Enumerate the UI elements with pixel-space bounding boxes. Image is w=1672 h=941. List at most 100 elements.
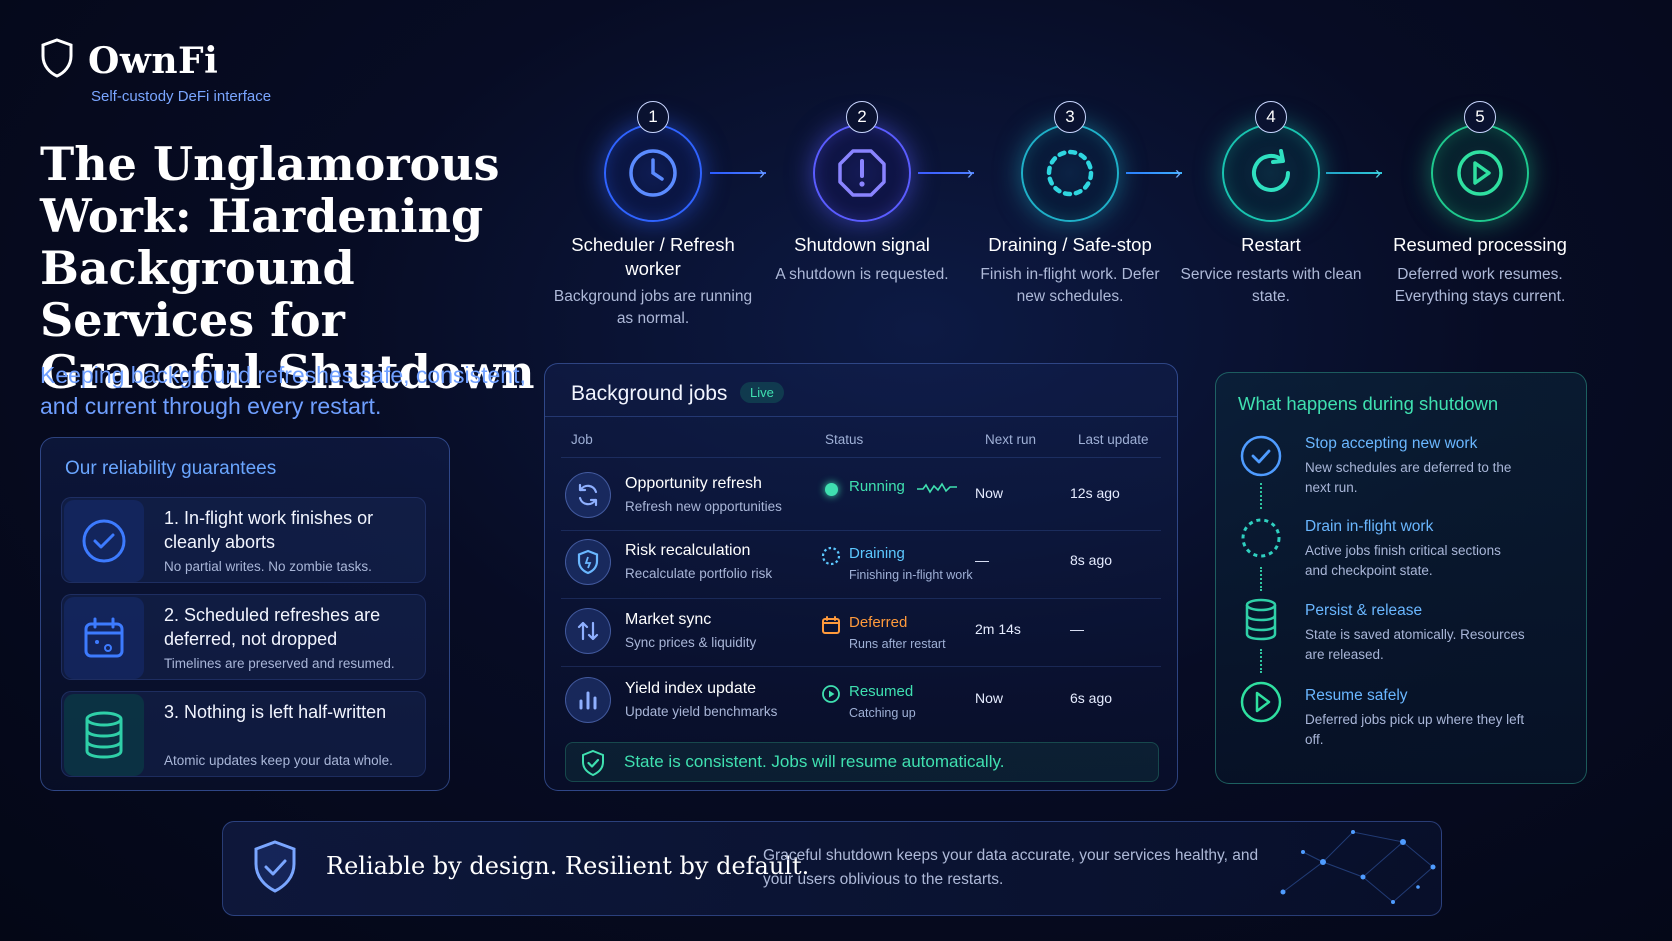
next-run: — [975,552,989,568]
job-desc: Update yield benchmarks [625,704,778,719]
refresh-icon [565,472,611,518]
dotted-ring-icon [1238,515,1284,561]
check-circle-icon [64,500,144,582]
database-icon [1238,597,1284,643]
step-number: 1 [637,101,669,133]
jobs-title: Background jobs [571,382,728,405]
step-number: 3 [1054,101,1086,133]
table-row[interactable]: Market sync Sync prices & liquidity Defe… [561,597,1161,665]
job-name: Market sync [625,611,712,628]
step-number: 5 [1464,101,1496,133]
footer-headline: Reliable by design. Resilient by default… [326,852,810,880]
next-run: Now [975,485,1004,501]
connector [1260,483,1262,509]
swap-arrows-icon [565,608,611,654]
shield-check-icon [580,749,606,782]
column-header: Next run [985,432,1037,447]
clock-icon [604,124,702,222]
divider [561,598,1161,599]
chevron-right-icon: › [967,163,973,183]
job-desc: Sync prices & liquidity [625,635,757,650]
shutdown-heading: Stop accepting new work [1305,435,1478,452]
shield-icon [565,539,611,585]
consistency-text: State is consistent. Jobs will resume au… [624,752,1005,771]
play-icon [821,684,841,704]
guarantees-panel: Our reliability guarantees 1. In-flight … [40,437,450,791]
divider [545,416,1177,417]
next-run: Now [975,690,1004,706]
bar-chart-icon [565,677,611,723]
status-dot-icon [821,479,841,499]
shutdown-desc: Deferred jobs pick up where they left of… [1305,712,1525,747]
shutdown-desc: New schedules are deferred to the next r… [1305,460,1512,495]
page-title: The Unglamorous Work: Hardening Backgrou… [40,137,535,399]
shutdown-heading: Resume safely [1305,687,1408,704]
status-label: Running [849,478,905,495]
shield-check-icon [251,839,299,900]
activity-wave-icon [917,481,957,500]
divider [561,457,1161,458]
last-update: — [1070,621,1084,637]
step-number: 2 [846,101,878,133]
shield-logo-icon [40,38,74,83]
page-subtitle: Keeping background refreshes safe, consi… [40,362,526,419]
shutdown-desc: Active jobs finish critical sections and… [1305,543,1501,578]
shutdown-title: What happens during shutdown [1238,393,1499,414]
column-header: Last update [1078,432,1149,447]
table-row[interactable]: Yield index update Update yield benchmar… [561,666,1161,734]
connector [1260,649,1262,673]
step-desc: Deferred work resumes. Everything stays … [1394,266,1566,305]
job-name: Opportunity refresh [625,475,762,492]
step-arrow [710,172,766,174]
guarantee-desc: Timelines are preserved and resumed. [164,656,395,671]
step-desc: Background jobs are running as normal. [553,288,753,327]
status-sub: Finishing in-flight work [849,568,973,582]
shutdown-desc: State is saved atomically. Resources are… [1305,627,1525,662]
step-title: Shutdown signal [794,234,930,255]
guarantee-heading: 1. In-flight work finishes or cleanly ab… [164,508,374,552]
brand-tagline: Self-custody DeFi interface [91,88,272,105]
brand-name: OwnFi [88,39,219,82]
step-number: 4 [1255,101,1287,133]
guarantee-desc: No partial writes. No zombie tasks. [164,559,372,574]
draining-ring-icon [1021,124,1119,222]
column-header: Job [571,432,593,447]
step-title: Resumed processing [1393,234,1567,255]
guarantee-heading: 3. Nothing is left half-written [164,702,387,722]
step-desc: Finish in-flight work. Defer new schedul… [980,266,1160,305]
step-desc: Service restarts with clean state. [1180,266,1362,305]
step-desc: A shutdown is requested. [775,266,949,283]
jobs-panel: Background jobs Live Job Status Next run… [544,363,1178,791]
job-desc: Recalculate portfolio risk [625,566,773,581]
guarantee-desc: Atomic updates keep your data whole. [164,753,393,768]
play-icon [1238,679,1284,725]
step-arrow [1126,172,1182,174]
table-row[interactable]: Risk recalculation Recalculate portfolio… [561,528,1161,596]
status-label: Draining [849,545,905,562]
brand: OwnFi [40,38,218,83]
guarantees-title: Our reliability guarantees [65,458,277,479]
connector [1260,567,1262,591]
status-label: Resumed [849,683,914,700]
footer-text: Graceful shutdown keeps your data accura… [763,847,1259,888]
calendar-icon [821,615,841,635]
shutdown-heading: Drain in-flight work [1305,518,1434,535]
chevron-right-icon: › [1175,163,1181,183]
shutdown-panel: What happens during shutdown Stop accept… [1215,372,1587,784]
step-arrow [918,172,974,174]
chevron-right-icon: › [759,163,765,183]
table-row[interactable]: Opportunity refresh Refresh new opportun… [561,461,1161,529]
status-sub: Runs after restart [849,637,946,651]
status-sub: Catching up [849,706,916,720]
guarantee-item: 3. Nothing is left half-written Atomic u… [61,691,426,777]
guarantee-item: 1. In-flight work finishes or cleanly ab… [61,497,426,583]
divider [561,666,1161,667]
shutdown-heading: Persist & release [1305,602,1423,619]
play-icon [1431,124,1529,222]
job-name: Risk recalculation [625,542,751,559]
next-run: 2m 14s [975,621,1021,637]
step-title: Scheduler / Refresh worker [571,234,735,279]
chevron-right-icon: › [1375,163,1381,183]
column-header: Status [825,432,864,447]
guarantee-heading: 2. Scheduled refreshes are deferred, not… [164,605,381,649]
